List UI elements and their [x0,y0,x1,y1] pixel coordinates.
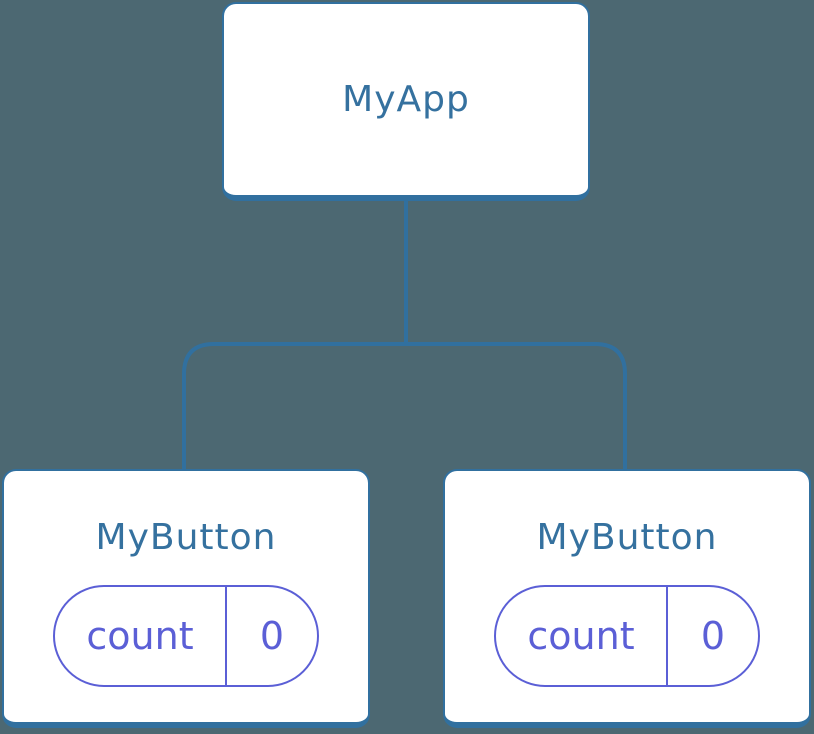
children-branch-line [182,342,627,470]
child-component-node-left: MyButton count 0 [2,469,370,728]
state-value-cell: 0 [259,614,285,658]
state-pill: count 0 [53,585,319,687]
state-value-cell: 0 [700,614,726,658]
root-component-node: MyApp [222,2,590,201]
root-component-label: MyApp [342,78,470,120]
state-name-cell: count [55,587,227,685]
child-component-label: MyButton [536,517,718,558]
state-pill: count 0 [494,585,760,687]
child-component-label: MyButton [95,517,277,558]
child-component-node-right: MyButton count 0 [443,469,811,728]
state-name-cell: count [496,587,668,685]
